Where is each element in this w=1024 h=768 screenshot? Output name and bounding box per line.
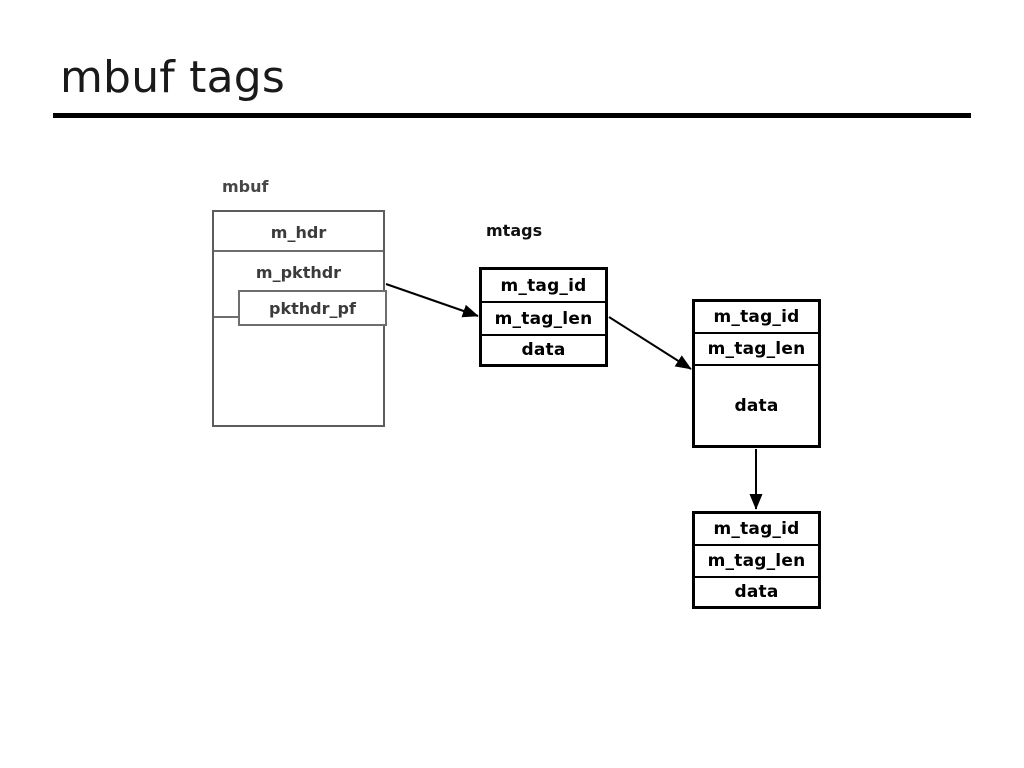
mtag-second-field-m-tag-id: m_tag_id <box>695 302 818 334</box>
arrow-mbuf-to-mtag1 <box>385 283 479 318</box>
mtag-third-box: m_tag_id m_tag_len data <box>692 511 821 609</box>
mbuf-field-body <box>214 318 383 425</box>
arrow-mtag1-to-mtag2 <box>608 316 692 370</box>
mtag-first-box: m_tag_id m_tag_len data <box>479 267 608 367</box>
mtag-third-field-m-tag-len: m_tag_len <box>695 546 818 578</box>
title-underline-rule <box>53 113 971 118</box>
mbuf-field-m-hdr: m_hdr <box>214 212 383 252</box>
page-title: mbuf tags <box>60 52 286 103</box>
mtag-first-field-data: data <box>521 340 566 360</box>
mbuf-nested-pkthdr-pf: pkthdr_pf <box>238 290 387 326</box>
mtag-second-box: m_tag_id m_tag_len data <box>692 299 821 448</box>
mtag-first-field-m-tag-id: m_tag_id <box>482 270 605 303</box>
mtag-first-field-m-tag-len: m_tag_len <box>482 303 605 336</box>
mtag-second-field-data: data <box>734 395 779 416</box>
mtag-third-field-data: data <box>734 582 779 602</box>
mbuf-struct-box: m_hdr m_pkthdr pkthdr_pf <box>212 210 387 427</box>
mtag-third-field-m-tag-id: m_tag_id <box>695 514 818 546</box>
mtags-caption: mtags <box>486 221 543 240</box>
mbuf-caption: mbuf <box>222 177 269 196</box>
mtag-second-field-m-tag-len: m_tag_len <box>695 334 818 366</box>
